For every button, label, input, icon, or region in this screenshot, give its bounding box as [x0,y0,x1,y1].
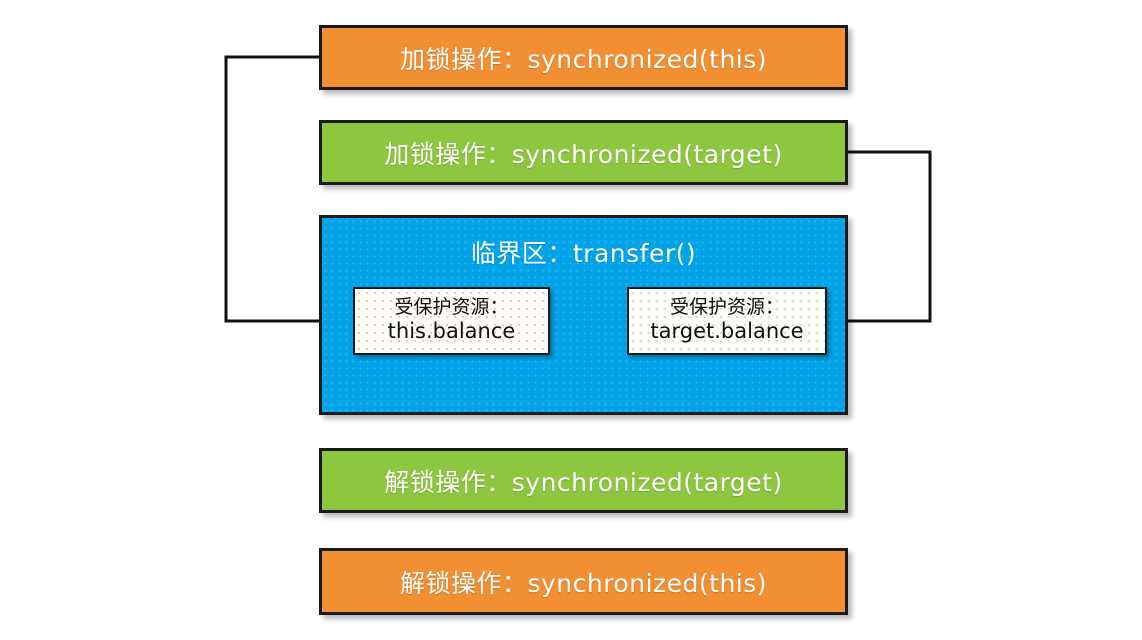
this-lock-connector [224,55,345,325]
target-lock-connector [836,150,932,325]
lock-target-label: 加锁操作：synchronized(target) [384,139,783,169]
lock-target-box[interactable]: 加锁操作：synchronized(target) [319,120,848,185]
resource-this-caption: 受保护资源： [394,296,509,319]
resource-target-value: target.balance [650,319,804,344]
resource-this-value: this.balance [387,319,516,344]
protected-resource-this-balance[interactable]: 受保护资源： this.balance [353,287,550,355]
unlock-target-label: 解锁操作：synchronized(target) [384,467,783,497]
critical-section-title: 临界区：transfer() [470,239,697,268]
resource-target-caption: 受保护资源： [669,296,784,319]
lock-this-box[interactable]: 加锁操作：synchronized(this) [319,25,848,90]
protected-resource-target-balance[interactable]: 受保护资源： target.balance [627,287,827,355]
unlock-this-label: 解锁操作：synchronized(this) [399,568,768,598]
unlock-this-box[interactable]: 解锁操作：synchronized(this) [319,548,848,615]
lock-this-label: 加锁操作：synchronized(this) [399,44,768,74]
unlock-target-box[interactable]: 解锁操作：synchronized(target) [319,448,848,513]
